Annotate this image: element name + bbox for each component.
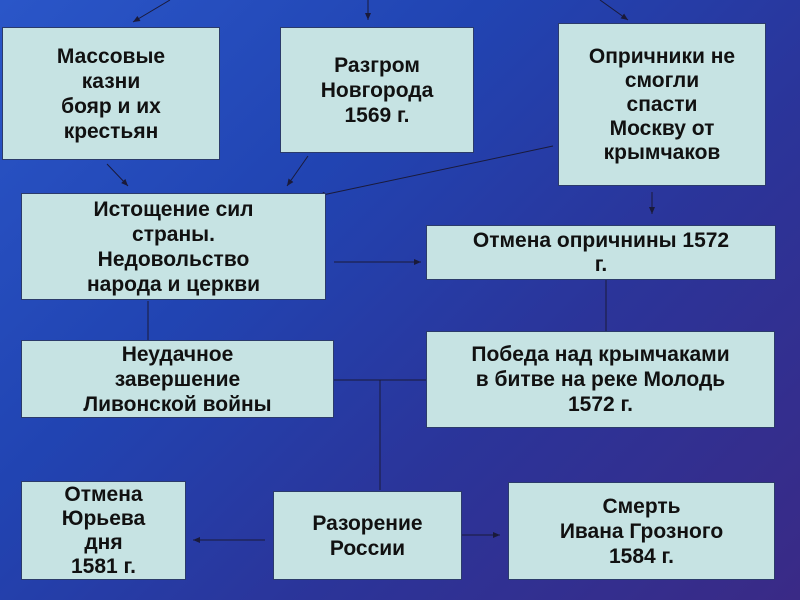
box-novgorod: Разгром Новгорода 1569 г. bbox=[280, 27, 474, 153]
arrow-top-left bbox=[132, 0, 171, 23]
box-abolition: Отмена опричнины 1572 г. bbox=[426, 225, 776, 280]
box-livonian: Неудачное завершение Ливонской войны bbox=[21, 340, 334, 418]
box-yuriev: Отмена Юрьева дня 1581 г. bbox=[21, 481, 186, 580]
arrow-top-right bbox=[599, 0, 629, 21]
arrow-executions-to-exhaustion bbox=[106, 163, 129, 187]
box-mass-executions: Массовые казни бояр и их крестьян bbox=[2, 27, 220, 160]
box-exhaustion: Истощение сил страны. Недовольство народ… bbox=[21, 193, 326, 300]
box-death: Смерть Ивана Грозного 1584 г. bbox=[508, 482, 775, 580]
box-ruin: Разорение России bbox=[273, 491, 462, 580]
box-victory: Победа над крымчаками в битве на реке Мо… bbox=[426, 331, 775, 428]
arrow-oprichniki-to-exhaustion bbox=[317, 145, 554, 198]
arrow-novgorod-to-exhaustion bbox=[286, 155, 309, 187]
box-oprichniki-failed: Опричники не смогли спасти Москву от кры… bbox=[558, 23, 766, 186]
